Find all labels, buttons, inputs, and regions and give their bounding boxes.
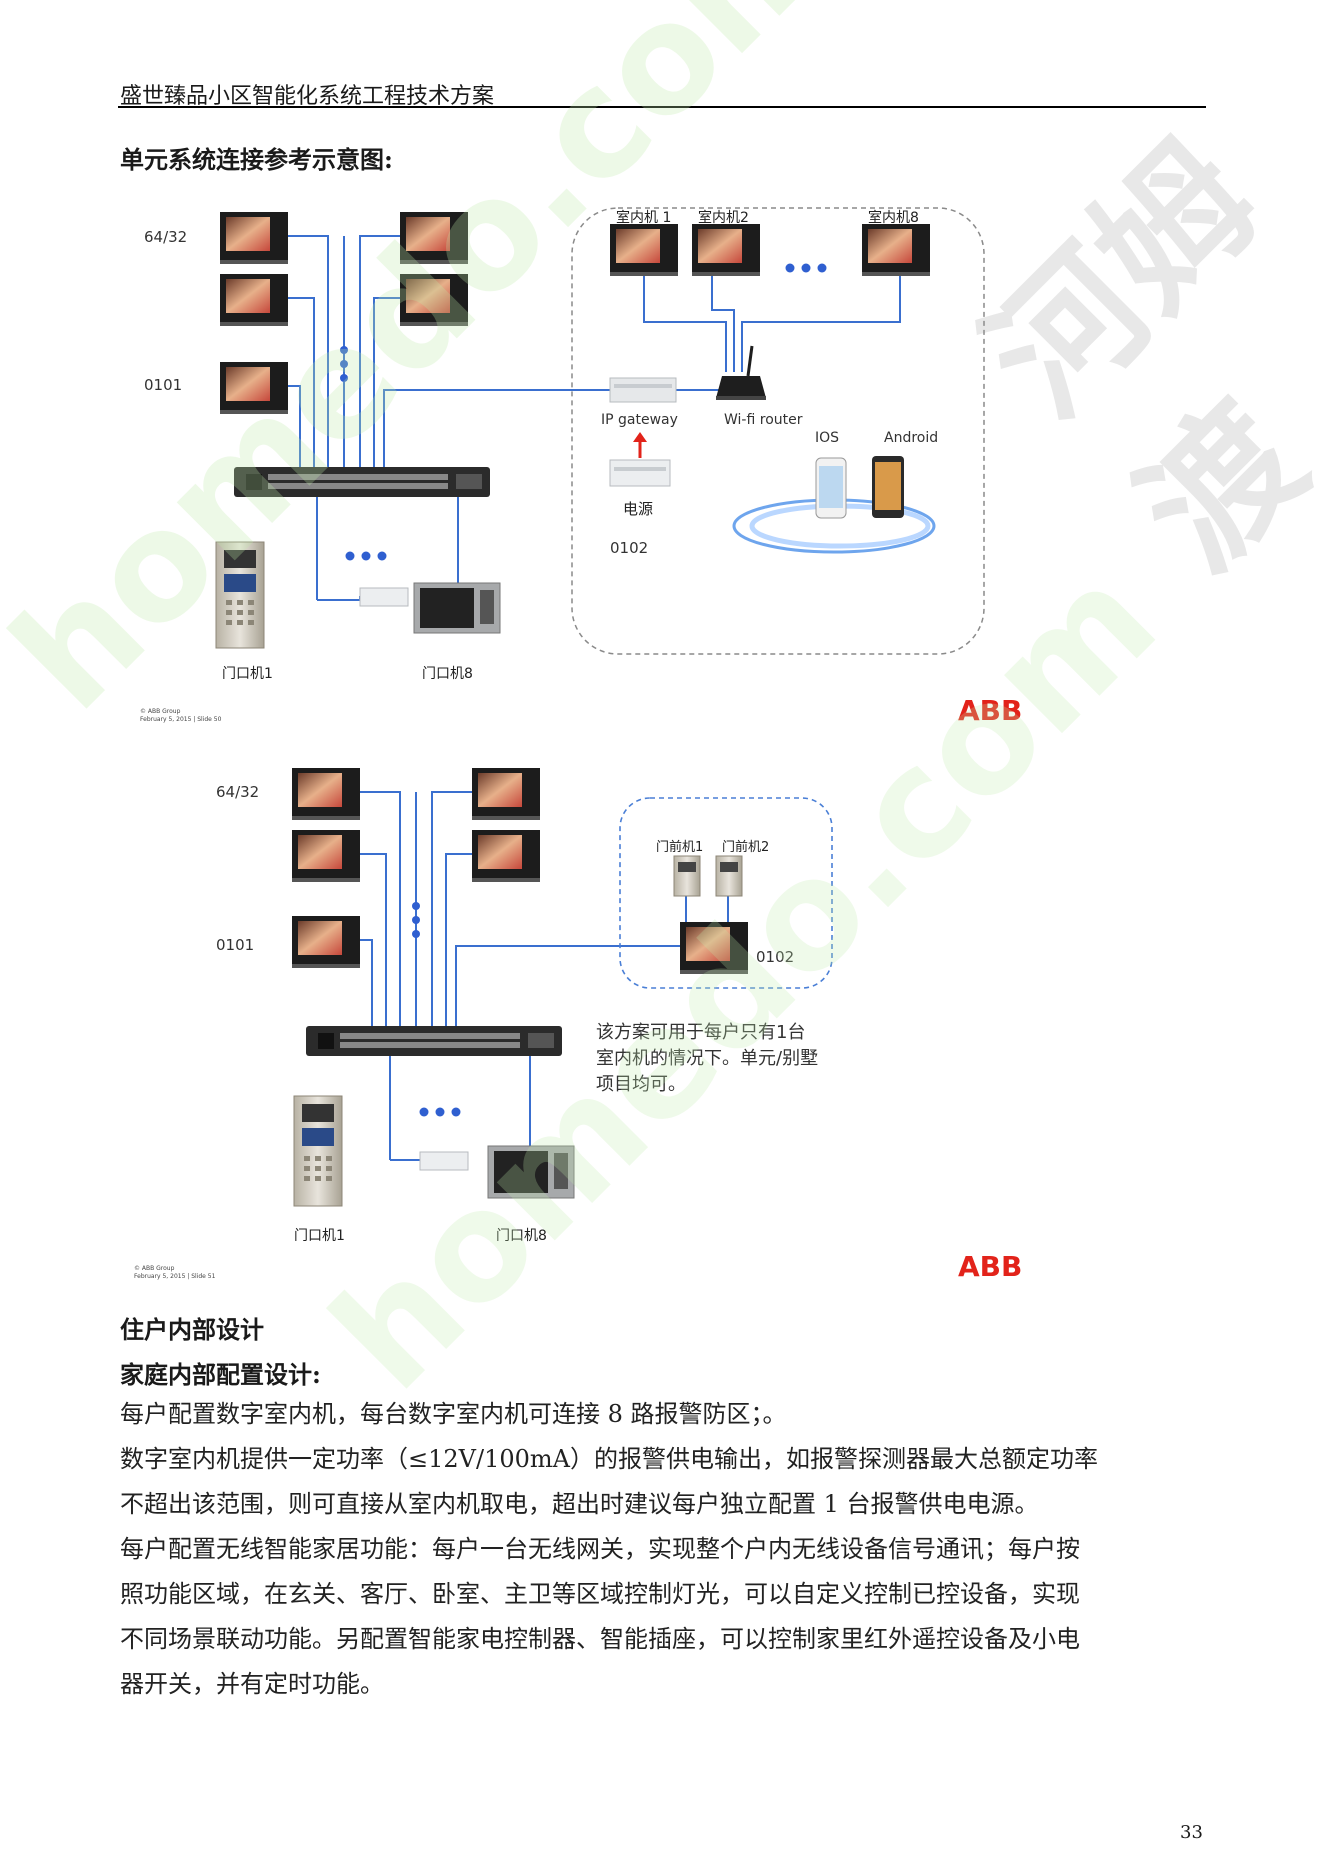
footer-copyright: © ABB Group [140, 708, 181, 715]
power-arrow [633, 432, 647, 458]
door-station-1 [215, 541, 265, 649]
front-door-unit-2 [715, 855, 743, 897]
diagram-unit-system-1: 64/32 0101 室内机 1 室内机2 室内机8 IP gateway Wi… [140, 207, 1022, 727]
door-power-unit [359, 587, 409, 607]
indoor-monitor [680, 922, 748, 974]
label-0102: 0102 [756, 948, 794, 966]
paragraph-2-line-2: 不超出该范围，则可直接从室内机取电，超出时建议每户独立配置 1 台报警供电电源。 [120, 1490, 1039, 1518]
label-6432: 64/32 [144, 228, 187, 246]
wifi-router-device [716, 345, 766, 400]
indoor-monitor [220, 274, 288, 326]
section-subtitle-home-config: 家庭内部配置设计: [120, 1360, 321, 1389]
label-power: 电源 [623, 500, 653, 518]
indoor-monitor [400, 274, 468, 326]
indoor-monitor [862, 224, 930, 276]
note-line-3: 项目均可。 [596, 1074, 686, 1095]
footer-slide: February 5, 2015 | Slide 51 [134, 1273, 216, 1280]
label-door-8: 门口机8 [422, 666, 473, 682]
door-power-unit [419, 1151, 469, 1171]
label-ios: IOS [815, 430, 839, 446]
label-indoor-2: 室内机2 [698, 209, 749, 226]
page-number: 33 [1180, 1822, 1203, 1843]
connection-lines [360, 791, 729, 1161]
label-front-1: 门前机1 [656, 839, 703, 855]
indoor-monitor [292, 830, 360, 882]
network-switch [306, 1026, 562, 1056]
label-ip-gateway: IP gateway [601, 412, 678, 428]
horizontal-ellipsis [345, 551, 387, 561]
document-header-title: 盛世臻品小区智能化系统工程技术方案 [120, 84, 495, 109]
paragraph-2-line-1: 数字室内机提供一定功率（≤12V/100mA）的报警供电输出，如报警探测器最大总… [120, 1445, 1098, 1473]
household-region-0102 [571, 207, 985, 655]
label-0102: 0102 [610, 539, 648, 557]
indoor-monitor [292, 768, 360, 820]
indoor-monitor [692, 224, 760, 276]
network-switch [234, 467, 490, 497]
abb-logo: ABB [958, 1250, 1022, 1282]
indoor-monitor [472, 830, 540, 882]
indoor-monitor [220, 212, 288, 264]
power-supply-device [609, 459, 671, 487]
door-station-1 [293, 1095, 343, 1207]
android-phone [872, 456, 904, 518]
label-android: Android [884, 430, 938, 446]
label-indoor-8: 室内机8 [868, 209, 919, 226]
horizontal-ellipsis [785, 263, 827, 273]
paragraph-3-line-2: 照功能区域，在玄关、客厅、卧室、主卫等区域控制灯光，可以自定义控制已控设备，实现 [120, 1580, 1080, 1608]
indoor-monitor [292, 916, 360, 968]
paragraph-3-line-4: 器开关，并有定时功能。 [120, 1670, 384, 1698]
paragraph-3-line-1: 每户配置无线智能家居功能：每户一台无线网关，实现整个户内无线设备信号通讯；每户按 [120, 1535, 1080, 1563]
label-front-2: 门前机2 [722, 839, 769, 855]
door-station-8 [487, 1145, 575, 1199]
abb-logo: ABB [958, 694, 1022, 727]
label-indoor-1: 室内机 1 [616, 209, 671, 226]
label-wifi-router: Wi-fi router [724, 412, 803, 428]
label-door-1: 门口机1 [294, 1228, 345, 1244]
paragraph-3-line-3: 不同场景联动功能。另配置智能家电控制器、智能插座，可以控制家里红外遥控设备及小电 [120, 1625, 1080, 1653]
front-door-unit-1 [673, 855, 701, 897]
note-line-2: 室内机的情况下。单元/别墅 [596, 1048, 818, 1069]
header-rule [118, 106, 1206, 108]
indoor-monitor [610, 224, 678, 276]
paragraph-1: 每户配置数字室内机，每台数字室内机可连接 8 路报警防区；。 [120, 1400, 787, 1428]
section-title-household: 住户内部设计 [120, 1315, 264, 1344]
diagram-unit-system-2: 64/32 0101 0102 门前机1 门前机2 该方案可用于每户只有1台 室… [134, 768, 1022, 1282]
indoor-monitor [220, 362, 288, 414]
footer-copyright: © ABB Group [134, 1265, 175, 1272]
footer-slide: February 5, 2015 | Slide 50 [140, 716, 222, 723]
label-0101: 0101 [144, 376, 182, 394]
vertical-ellipsis [340, 346, 348, 382]
connection-lines [288, 235, 901, 601]
indoor-monitor [472, 768, 540, 820]
horizontal-ellipsis [419, 1107, 461, 1117]
label-6432: 64/32 [216, 783, 259, 801]
door-station-8 [413, 582, 501, 634]
household-region-0102 [619, 797, 833, 989]
section-title-unit-diagram: 单元系统连接参考示意图: [120, 145, 393, 174]
label-0101: 0101 [216, 936, 254, 954]
vertical-ellipsis [412, 902, 420, 938]
label-door-8: 门口机8 [496, 1228, 547, 1244]
ios-phone [815, 457, 847, 519]
note-line-1: 该方案可用于每户只有1台 [596, 1022, 805, 1043]
ip-gateway-device [609, 377, 677, 403]
indoor-monitor [400, 212, 468, 264]
label-door-1: 门口机1 [222, 666, 273, 682]
